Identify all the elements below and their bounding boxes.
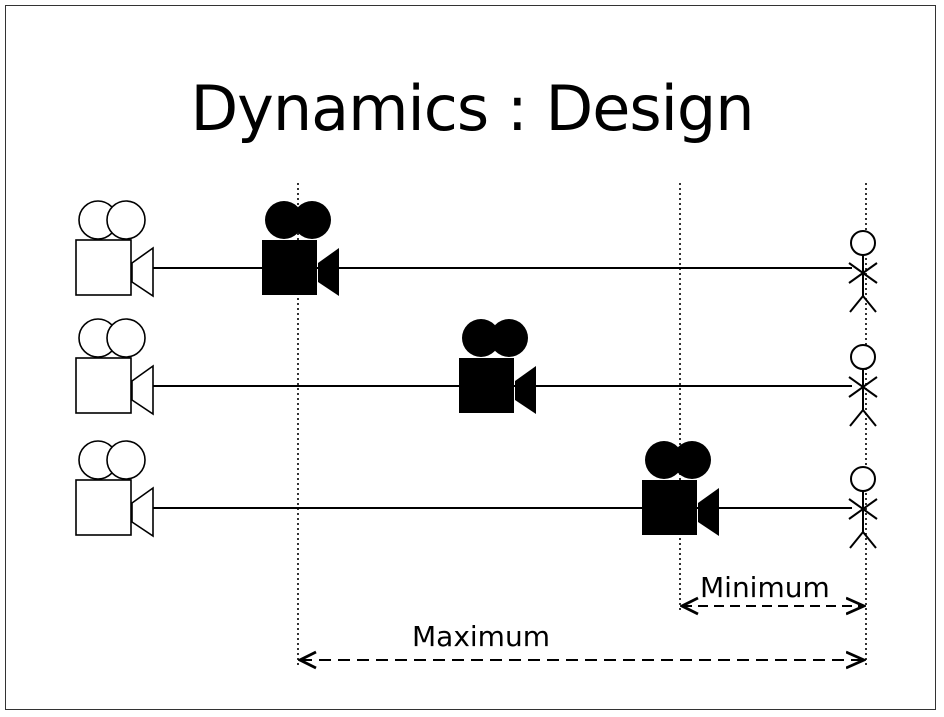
- stick-figure-icon: [848, 344, 878, 427]
- filled-camera-icon: [642, 441, 719, 536]
- slide-title: Dynamics : Design: [190, 72, 754, 145]
- stick-figure-icon: [848, 466, 878, 549]
- row-1: [75, 200, 878, 313]
- stick-figure-icon: [848, 230, 878, 313]
- filled-camera-icon: [262, 201, 339, 296]
- outline-camera-icon: [75, 318, 154, 415]
- filled-camera-icon: [459, 319, 536, 414]
- outline-camera-icon: [75, 200, 154, 297]
- row-2: [75, 318, 878, 427]
- maximum-label: Maximum: [412, 620, 550, 653]
- row-3: [75, 440, 878, 549]
- outline-camera-icon: [75, 440, 154, 537]
- minimum-label: Minimum: [700, 571, 830, 604]
- slide-frame: [5, 5, 936, 710]
